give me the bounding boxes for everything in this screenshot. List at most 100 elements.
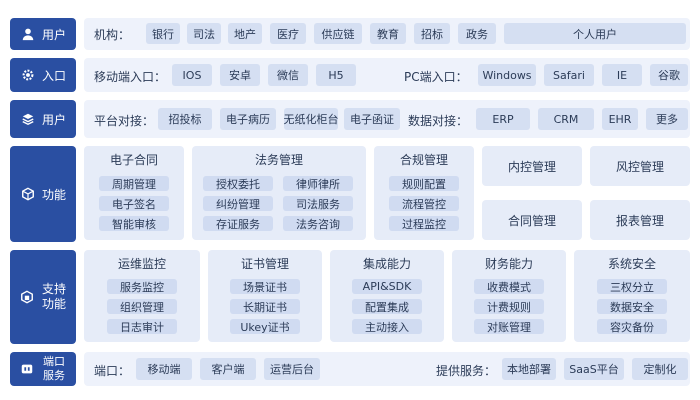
integration-row: 用户 平台对接： 招投标 电子病历 无纸化柜台 电子函证 数据对接： ERP C… bbox=[10, 100, 690, 138]
finance-ability-item: 对账管理 bbox=[474, 319, 544, 334]
function-row-label: 功能 bbox=[10, 146, 76, 242]
system-security-title: 系统安全 bbox=[607, 257, 656, 271]
service-saas: SaaS平台 bbox=[564, 358, 624, 380]
service-local-deploy: 本地部署 bbox=[502, 358, 556, 380]
system-security-item: 数据安全 bbox=[597, 299, 667, 314]
personal-user-tag: 个人用户 bbox=[504, 23, 686, 44]
cert-mgmt-item: 长期证书 bbox=[230, 299, 300, 314]
ports-title: 端口： bbox=[94, 364, 131, 378]
org-tag-supplychain: 供应链 bbox=[314, 23, 362, 44]
org-tag-bank: 银行 bbox=[146, 23, 180, 44]
plug-icon bbox=[19, 361, 35, 377]
mobile-entry-ios: IOS bbox=[172, 64, 212, 86]
pc-entry-chrome: 谷歌 bbox=[650, 64, 688, 86]
service-title: 提供服务： bbox=[436, 364, 497, 378]
mobile-entry-title: 移动端入口： bbox=[94, 70, 167, 84]
mobile-entry-h5: H5 bbox=[316, 64, 356, 86]
integration-row-body: 平台对接： 招投标 电子病历 无纸化柜台 电子函证 数据对接： ERP CRM … bbox=[84, 100, 690, 138]
platform-paperless-counter: 无纸化柜台 bbox=[284, 108, 339, 130]
legal-mgmt-title: 法务管理 bbox=[254, 153, 303, 167]
ops-monitor-card: 运维监控 服务监控 组织管理 日志审计 bbox=[84, 250, 200, 342]
org-tag-education: 教育 bbox=[370, 23, 406, 44]
platform-e-confirmation: 电子函证 bbox=[344, 108, 400, 130]
internal-control-box: 内控管理 bbox=[482, 146, 582, 186]
port-client: 客户端 bbox=[200, 358, 256, 380]
layers-icon bbox=[20, 111, 36, 127]
org-tag-medical: 医疗 bbox=[270, 23, 306, 44]
cert-mgmt-item: Ukey证书 bbox=[230, 319, 300, 334]
compliance-card: 合规管理 规则配置 流程管控 过程监控 bbox=[374, 146, 474, 240]
data-more: 更多 bbox=[646, 108, 688, 130]
contract-mgmt-box: 合同管理 bbox=[482, 200, 582, 240]
risk-control-box: 风控管理 bbox=[590, 146, 690, 186]
port-mobile: 移动端 bbox=[136, 358, 192, 380]
org-tag-bidding: 招标 bbox=[414, 23, 450, 44]
pc-entry-ie: IE bbox=[602, 64, 642, 86]
cert-mgmt-title: 证书管理 bbox=[240, 257, 289, 271]
ports-row-label: 端口服务 bbox=[10, 352, 76, 386]
platform-emr: 电子病历 bbox=[220, 108, 276, 130]
org-tag-judicial: 司法 bbox=[187, 23, 221, 44]
integration-ability-item: API&SDK bbox=[352, 279, 422, 294]
function-row: 功能 电子合同 周期管理 电子签名 智能审核 法务管理 授权委托 律师律所 纠纷… bbox=[10, 146, 690, 242]
entry-row: 入口 移动端入口： IOS 安卓 微信 H5 PC端入口： Windows Sa… bbox=[10, 58, 690, 92]
support-row: 支持功能 运维监控 服务监控 组织管理 日志审计 证书管理 场景证书 长期证书 … bbox=[10, 250, 690, 344]
ports-row-label-text: 端口服务 bbox=[43, 355, 65, 382]
e-contract-item: 智能审核 bbox=[99, 216, 169, 231]
compliance-item: 过程监控 bbox=[389, 216, 459, 231]
pc-entry-windows: Windows bbox=[478, 64, 536, 86]
compliance-item: 规则配置 bbox=[389, 176, 459, 191]
ops-monitor-item: 组织管理 bbox=[107, 299, 177, 314]
entry-row-label: 入口 bbox=[10, 58, 76, 92]
system-security-item: 容灾备份 bbox=[597, 319, 667, 334]
user-row-label-text: 用户 bbox=[41, 27, 66, 42]
mobile-entry-android: 安卓 bbox=[220, 64, 260, 86]
function-row-label-text: 功能 bbox=[41, 187, 66, 202]
mobile-entry-wechat: 微信 bbox=[268, 64, 308, 86]
finance-ability-item: 收费模式 bbox=[474, 279, 544, 294]
legal-mgmt-item: 司法服务 bbox=[283, 196, 353, 211]
user-row-label: 用户 bbox=[10, 18, 76, 50]
system-security-card: 系统安全 三权分立 数据安全 容灾备份 bbox=[574, 250, 690, 342]
function-row-body: 电子合同 周期管理 电子签名 智能审核 法务管理 授权委托 律师律所 纠纷管理 … bbox=[84, 146, 690, 242]
compliance-item: 流程管控 bbox=[389, 196, 459, 211]
integration-row-label-text: 用户 bbox=[41, 112, 66, 127]
support-row-label-text: 支持功能 bbox=[41, 282, 66, 311]
box-stack-icon bbox=[19, 289, 35, 305]
integration-ability-item: 配置集成 bbox=[352, 299, 422, 314]
report-mgmt-box: 报表管理 bbox=[590, 200, 690, 240]
ports-row: 端口服务 端口： 移动端 客户端 运营后台 提供服务： 本地部署 SaaS平台 … bbox=[10, 352, 690, 386]
integration-ability-card: 集成能力 API&SDK 配置集成 主动接入 bbox=[330, 250, 444, 342]
integration-ability-item: 主动接入 bbox=[352, 319, 422, 334]
e-contract-card: 电子合同 周期管理 电子签名 智能审核 bbox=[84, 146, 184, 240]
user-row-body: 机构： 银行 司法 地产 医疗 供应链 教育 招标 政务 个人用户 bbox=[84, 18, 690, 50]
integration-row-label: 用户 bbox=[10, 100, 76, 138]
integration-ability-title: 集成能力 bbox=[362, 257, 411, 271]
cert-mgmt-item: 场景证书 bbox=[230, 279, 300, 294]
service-custom: 定制化 bbox=[632, 358, 688, 380]
support-row-label: 支持功能 bbox=[10, 250, 76, 344]
legal-mgmt-item: 法务咨询 bbox=[283, 216, 353, 231]
data-crm: CRM bbox=[538, 108, 594, 130]
system-security-item: 三权分立 bbox=[597, 279, 667, 294]
pc-entry-title: PC端入口： bbox=[404, 70, 468, 84]
cube-icon bbox=[20, 186, 36, 202]
e-contract-title: 电子合同 bbox=[109, 153, 158, 167]
data-ehr: EHR bbox=[602, 108, 638, 130]
gear-icon bbox=[20, 67, 36, 83]
org-tag-government: 政务 bbox=[458, 23, 496, 44]
platform-bidding: 招投标 bbox=[158, 108, 212, 130]
ops-monitor-title: 运维监控 bbox=[117, 257, 166, 271]
legal-mgmt-item: 授权委托 bbox=[203, 176, 273, 191]
finance-ability-card: 财务能力 收费模式 计费规则 对账管理 bbox=[452, 250, 566, 342]
legal-mgmt-card: 法务管理 授权委托 律师律所 纠纷管理 司法服务 存证服务 法务咨询 bbox=[192, 146, 366, 240]
org-title: 机构： bbox=[94, 28, 131, 42]
port-ops-backend: 运营后台 bbox=[264, 358, 320, 380]
data-erp: ERP bbox=[476, 108, 530, 130]
legal-mgmt-item: 纠纷管理 bbox=[203, 196, 273, 211]
data-integration-title: 数据对接： bbox=[408, 114, 469, 128]
entry-row-label-text: 入口 bbox=[41, 68, 66, 83]
user-row: 用户 机构： 银行 司法 地产 医疗 供应链 教育 招标 政务 个人用户 bbox=[10, 18, 690, 50]
legal-mgmt-item: 律师律所 bbox=[283, 176, 353, 191]
pc-entry-safari: Safari bbox=[544, 64, 594, 86]
